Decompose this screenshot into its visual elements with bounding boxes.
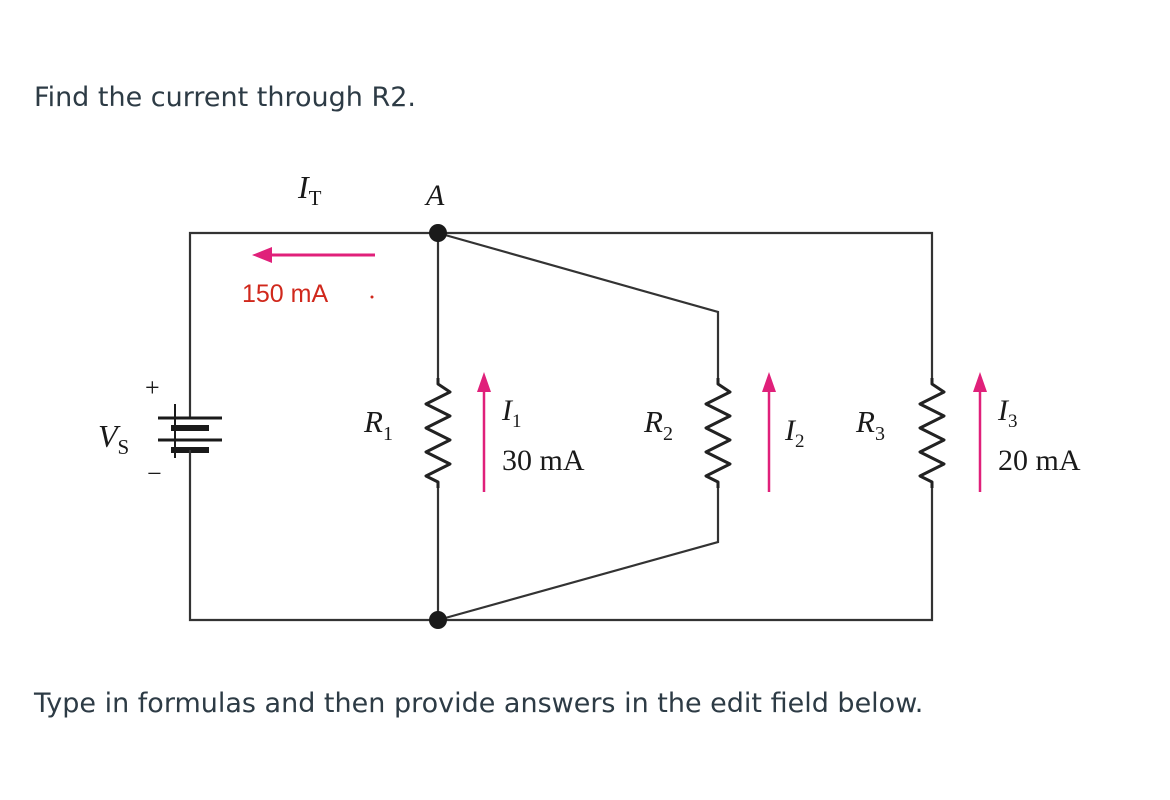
resistor-r2 [704, 378, 732, 488]
i3-symbol: I [997, 394, 1010, 427]
i2-subscript: 2 [795, 431, 805, 452]
r2-subscript: 2 [663, 423, 673, 445]
i1-symbol: I [501, 394, 514, 427]
i1-subscript: 1 [512, 411, 522, 432]
total-current-label: IT [297, 169, 322, 210]
node-a-label: A [424, 179, 445, 212]
battery-plus-sign: + [145, 373, 160, 402]
source-label: VS [98, 418, 129, 459]
r1-label: R1 [363, 404, 393, 445]
total-current-symbol: I [297, 169, 310, 205]
source-symbol: V [98, 418, 121, 454]
total-current-subscript: T [309, 186, 322, 210]
i3-arrow-icon [973, 372, 987, 492]
r1-subscript: 1 [383, 423, 393, 445]
r2-label: R2 [643, 404, 673, 445]
stray-dot [370, 295, 374, 299]
r3-subscript: 3 [875, 423, 885, 445]
total-current-value: 150 mA [242, 280, 328, 308]
r3-symbol: R [855, 404, 875, 439]
instruction-text: Type in formulas and then provide answer… [34, 688, 924, 719]
node-a-dot [429, 224, 447, 242]
i1-label: I1 [501, 394, 522, 432]
i1-value: 30 mA [502, 444, 585, 477]
source-subscript: S [118, 435, 130, 459]
battery-minus-sign: − [147, 459, 162, 488]
i2-label: I2 [784, 414, 805, 452]
i3-subscript: 3 [1008, 411, 1018, 432]
r1-symbol: R [363, 404, 383, 439]
question-text: Find the current through R2. [34, 82, 416, 113]
circuit-wires [188, 231, 934, 622]
resistor-r3 [918, 378, 946, 488]
battery-icon [158, 404, 222, 458]
i1-arrow-icon [477, 372, 491, 492]
node-b-dot [429, 611, 447, 629]
r2-symbol: R [643, 404, 663, 439]
i2-symbol: I [784, 414, 797, 447]
resistor-r1 [424, 378, 452, 488]
i2-arrow-icon [762, 372, 776, 492]
i3-value: 20 mA [998, 444, 1081, 477]
total-current-arrow-icon [252, 247, 375, 263]
i3-label: I3 [997, 394, 1018, 432]
r3-label: R3 [855, 404, 885, 445]
